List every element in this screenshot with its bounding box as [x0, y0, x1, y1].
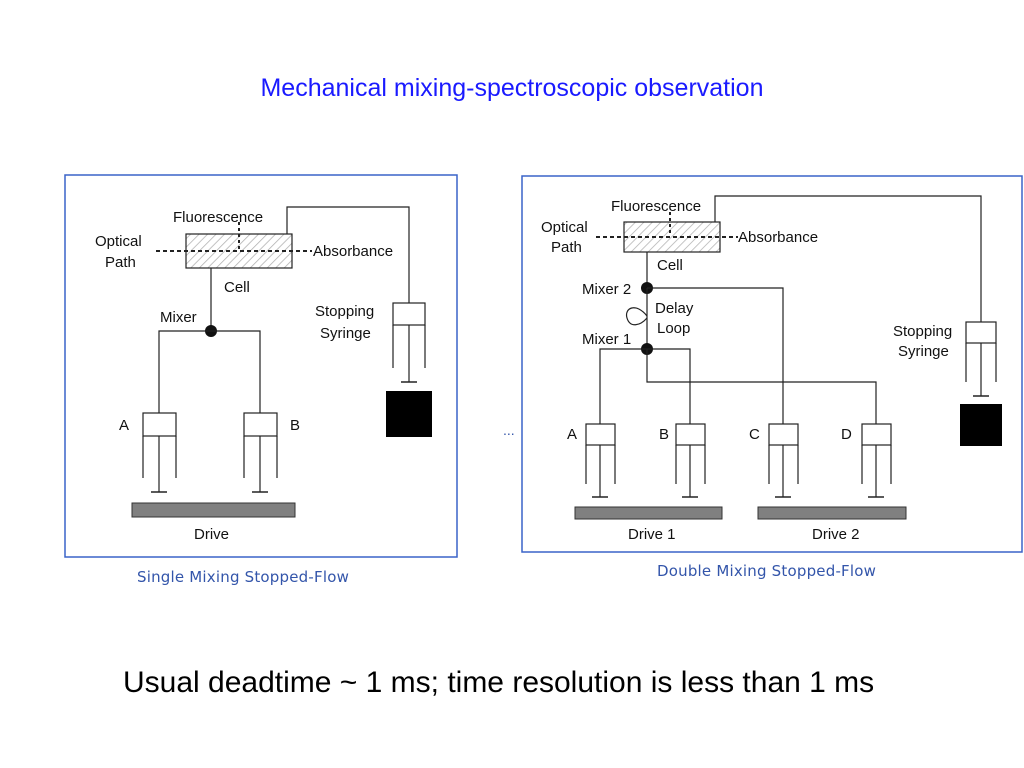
single-stopping-syringe — [392, 302, 426, 383]
footer-statement: Usual deadtime ~ 1 ms; time resolution i… — [123, 666, 875, 699]
double-label-b: B — [659, 426, 669, 443]
double-label-delay: Delay — [655, 300, 694, 317]
single-drive-bar — [131, 502, 296, 518]
double-panel-border — [521, 175, 1023, 553]
slide-title: Mechanical mixing-spectroscopic observat… — [260, 74, 764, 102]
double-branch-b — [647, 348, 691, 424]
double-label-c: C — [749, 426, 760, 443]
single-label-fluorescence: Fluorescence — [173, 209, 263, 226]
double-drive1-bar — [574, 506, 723, 520]
double-syringe-d — [861, 423, 892, 498]
single-label-b: B — [290, 417, 300, 434]
double-label-drive1: Drive 1 — [628, 526, 676, 543]
double-caption: Double Mixing Stopped-Flow — [657, 562, 877, 580]
double-syringe-a — [585, 423, 616, 498]
double-stop-block — [960, 404, 1002, 446]
double-branch-a — [599, 348, 647, 424]
double-delay-loop — [625, 307, 648, 326]
single-stop-block — [386, 391, 432, 437]
single-panel-border — [64, 174, 458, 558]
double-label-stopping: Stopping — [893, 323, 952, 340]
single-label-a: A — [119, 417, 129, 434]
double-branch-c — [647, 287, 784, 424]
double-label-d: D — [841, 426, 852, 443]
single-branch-a — [158, 330, 211, 413]
double-stopping-syringe — [965, 321, 997, 397]
single-syringe-b — [243, 412, 278, 493]
double-syringe-b — [675, 423, 706, 498]
single-label-optical: Optical — [95, 233, 142, 250]
single-mixing-panel: Fluorescence Optical Path Absorbance Cel… — [64, 174, 458, 558]
double-label-drive2: Drive 2 — [812, 526, 860, 543]
double-mixing-panel: Fluorescence Optical Path Absorbance Cel… — [521, 175, 1023, 553]
double-syringe-c — [768, 423, 799, 498]
single-syringe-a — [142, 412, 177, 493]
single-label-path: Path — [105, 254, 136, 271]
single-cell — [185, 233, 293, 269]
double-label-optical: Optical — [541, 219, 588, 236]
double-label-loop: Loop — [657, 320, 690, 337]
single-label-drive: Drive — [194, 526, 229, 543]
double-label-path: Path — [551, 239, 582, 256]
ellipsis-mark: ... — [503, 422, 515, 438]
double-label-mixer2: Mixer 2 — [582, 281, 631, 298]
single-label-stopping: Stopping — [315, 303, 374, 320]
double-label-fluorescence: Fluorescence — [611, 198, 701, 215]
double-label-syringe: Syringe — [898, 343, 949, 360]
single-label-absorbance: Absorbance — [313, 243, 393, 260]
single-caption: Single Mixing Stopped-Flow — [137, 568, 350, 586]
single-label-cell: Cell — [224, 279, 250, 296]
double-label-a: A — [567, 426, 577, 443]
double-label-cell: Cell — [657, 257, 683, 274]
double-drive2-bar — [757, 506, 907, 520]
double-label-mixer1: Mixer 1 — [582, 331, 631, 348]
double-branch-d — [646, 349, 877, 424]
double-outlet-line — [714, 195, 982, 322]
single-label-mixer: Mixer — [160, 309, 197, 326]
single-branch-b — [211, 330, 261, 413]
single-outlet-line — [286, 206, 410, 303]
single-label-syringe: Syringe — [320, 325, 371, 342]
double-label-absorbance: Absorbance — [738, 229, 818, 246]
